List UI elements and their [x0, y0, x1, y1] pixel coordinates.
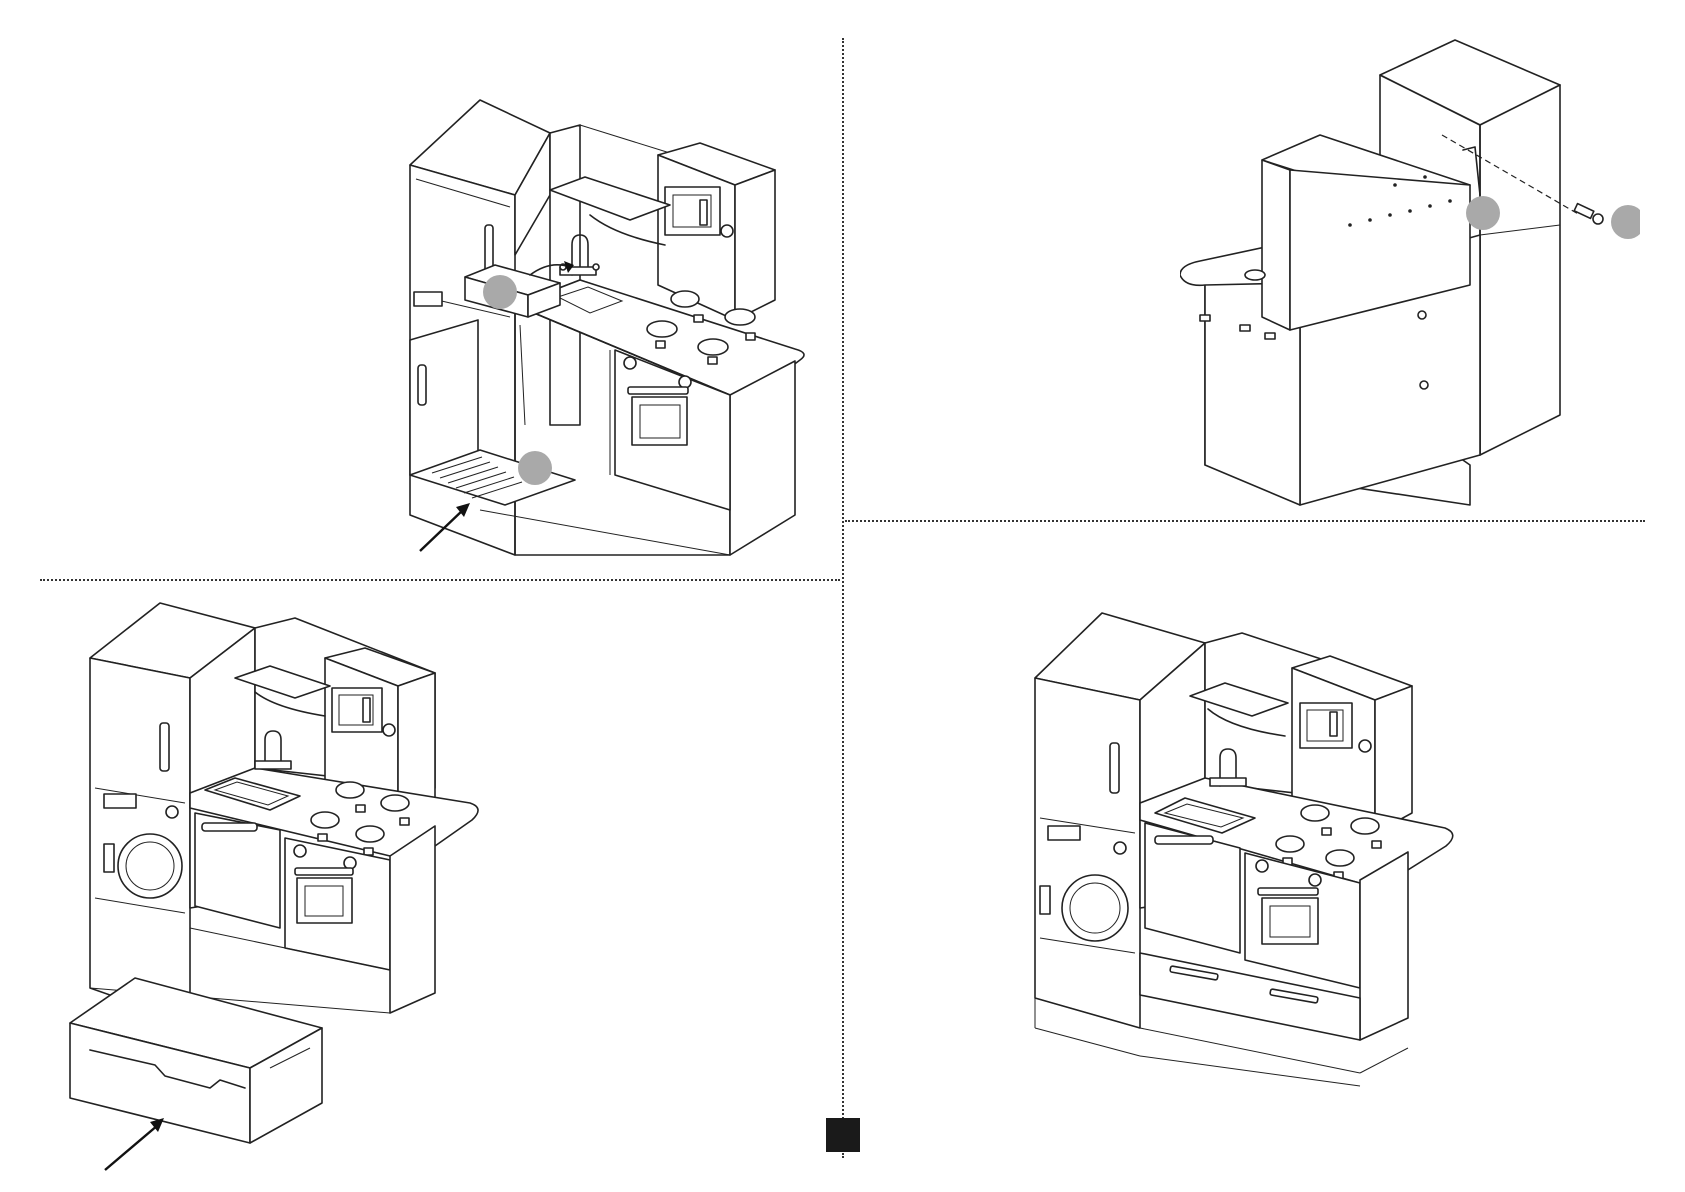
part-callout-icon	[1611, 205, 1640, 239]
left-horizontal-divider	[40, 579, 840, 581]
part-callout-icon	[518, 451, 552, 485]
step-insert-drawer	[60, 598, 480, 1178]
step-sink-and-shelf	[400, 95, 830, 565]
page-number-marker	[826, 1118, 860, 1152]
vertical-divider	[842, 38, 844, 1158]
right-horizontal-divider	[845, 520, 1645, 522]
part-callout-icon	[483, 275, 517, 309]
step-attach-side-panel	[1180, 35, 1640, 515]
step-completed-kitchen	[1030, 608, 1460, 1088]
part-callout-icon	[1466, 196, 1500, 230]
